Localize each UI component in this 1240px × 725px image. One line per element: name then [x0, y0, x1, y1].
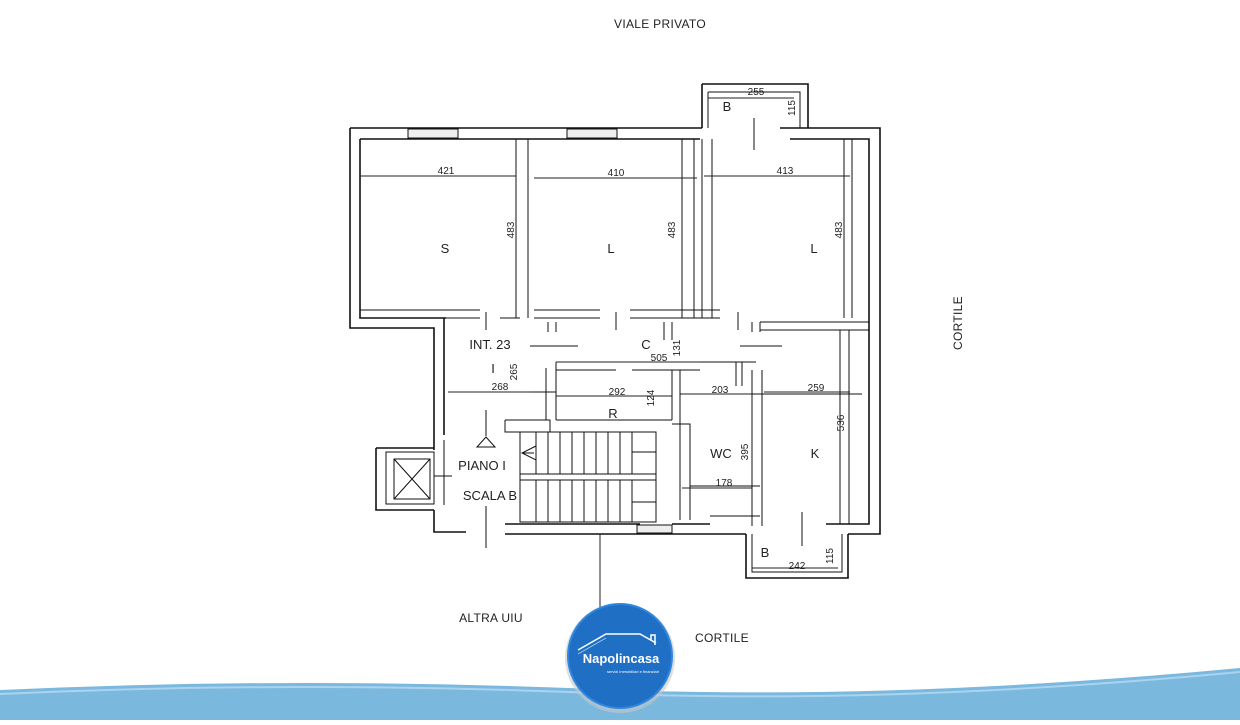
room-l2: L	[810, 241, 817, 256]
house-roof-icon	[577, 633, 657, 651]
staircase	[519, 431, 657, 523]
label-piano: PIANO I	[458, 458, 506, 473]
elevator	[385, 451, 452, 505]
dim-wc-bottom-w: 178	[716, 478, 733, 489]
room-i: I	[491, 361, 495, 376]
dim-storage-w: 292	[609, 387, 626, 398]
dim-corridor-h: 131	[672, 339, 683, 356]
dim-l2-w: 413	[777, 166, 794, 177]
logo-name: Napolincasa	[583, 651, 660, 666]
label-altra-uiu: ALTRA UIU	[459, 611, 523, 625]
room-k: K	[811, 446, 820, 461]
dim-entrance-w: 268	[492, 382, 509, 393]
room-balcony-top: B	[723, 99, 732, 114]
room-s: S	[441, 241, 450, 256]
dim-balcony-bottom-h: 115	[825, 548, 836, 564]
dim-wc-w: 203	[712, 385, 729, 396]
dim-balcony-top-h: 115	[787, 100, 798, 116]
room-c: C	[641, 337, 650, 352]
dim-l1-w: 410	[608, 168, 625, 179]
entrance-arrow-icon	[475, 436, 497, 448]
dim-entrance-h: 265	[509, 363, 520, 380]
label-scala: SCALA B	[463, 488, 517, 503]
room-r: R	[608, 406, 617, 421]
label-cortile-bottom: CORTILE	[695, 631, 749, 645]
dim-balcony-top-w: 255	[748, 87, 765, 98]
logo-tagline: servizi immobiliari e finanziari	[607, 669, 659, 674]
dim-kitchen-w: 259	[808, 383, 825, 394]
room-int-23: INT. 23	[469, 337, 510, 352]
dimension-lines	[360, 97, 850, 569]
label-viale-privato: VIALE PRIVATO	[614, 17, 706, 31]
dim-l2-h: 483	[834, 221, 845, 238]
napolincasa-logo: Napolincasa servizi immobiliari e finanz…	[565, 603, 675, 713]
dim-storage-h: 124	[646, 389, 657, 406]
label-cortile-right: CORTILE	[951, 296, 965, 350]
windows	[407, 128, 673, 534]
room-balcony-bottom: B	[761, 545, 770, 560]
dim-l1-h: 483	[667, 221, 678, 238]
dim-s-h: 483	[506, 221, 517, 238]
dim-s-w: 421	[438, 166, 455, 177]
dim-corridor-w: 505	[651, 353, 668, 364]
outer-walls	[349, 83, 881, 579]
dim-kitchen-h: 536	[836, 414, 847, 431]
room-wc: WC	[710, 446, 732, 461]
room-l1: L	[607, 241, 614, 256]
dim-balcony-bottom-w: 242	[789, 561, 806, 572]
interior-walls	[360, 118, 869, 548]
dim-wc-h: 395	[740, 443, 751, 460]
